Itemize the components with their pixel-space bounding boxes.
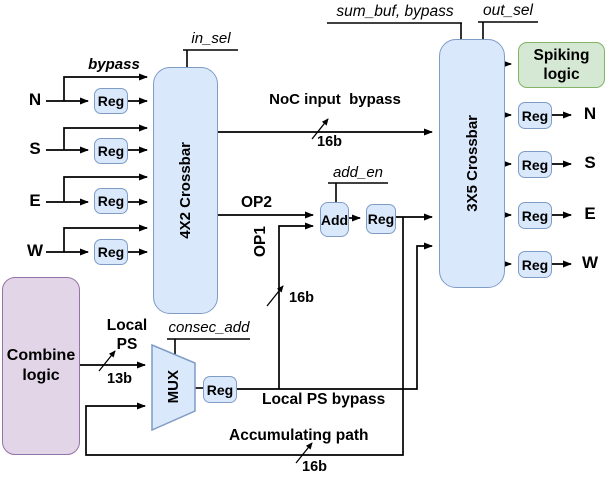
datapath-wires [80,60,572,456]
wire-local-ps-bypass [237,242,433,390]
reg-label: Reg [521,207,549,224]
crossbar-3x5-label: 3X5 Crossbar [463,115,481,212]
mux-shape [151,343,196,432]
combine-logic-block: Combine logic [2,277,80,455]
label-accumulating-path: Accumulating path [229,427,369,444]
label-noc-input-bypass: NoC input bypass [269,91,401,108]
add-label: Add [320,211,349,228]
port-in-w: W [26,241,44,260]
op1-text: OP1 [252,226,269,258]
reg-label: Reg [97,244,125,260]
label-local-ps: Local PS [106,317,148,354]
reg-in-s: Reg [94,138,128,164]
wire-in-w-bypass [63,224,148,252]
stub-sum-buf [327,22,462,39]
reg-in-n: Reg [94,88,128,114]
signal-in-sel: in_sel [191,30,231,47]
add-block: Add [320,202,349,237]
reg-out-w: Reg [518,251,552,278]
slash-noc-16b [311,118,329,140]
combine-logic-label: Combine logic [6,347,76,384]
buswidth-op1: 16b [289,290,314,306]
port-out-w: W [581,253,599,272]
signal-bypass: bypass [88,56,140,73]
reg-after-add: Reg [366,204,396,234]
reg-label: Reg [367,211,395,227]
mux-block: MUX [156,358,190,416]
crossbar-4x2-label: 4X2 Crossbar [177,142,194,239]
stub-consec-add [167,338,250,354]
spiking-logic-label: Spiking logic [533,46,590,83]
reg-label: Reg [521,256,549,273]
buswidth-noc: 16b [317,134,342,150]
slash-local-ps-13b [98,350,116,372]
port-in-s: S [29,139,41,158]
bus-width-slashes [98,118,329,464]
port-out-s: S [584,153,596,172]
wire-accumulating-path [85,217,404,456]
port-in-n: N [28,90,42,109]
signal-out-sel: out_sel [483,2,533,19]
label-local-ps-bypass: Local PS bypass [262,391,386,408]
reg-in-w: Reg [94,239,128,265]
reg-in-e: Reg [94,188,128,214]
stub-add-en [328,182,388,202]
port-out-e: E [584,204,596,223]
reg-label: Reg [521,156,549,173]
reg-after-mux: Reg [203,376,237,403]
stub-out-sel [478,21,538,39]
slash-op1-16b [266,285,284,307]
wire-op1 [278,222,314,389]
reg-label: Reg [206,381,234,398]
reg-label: Reg [521,107,549,124]
wire-in-e-bypass [63,173,148,202]
input-wires [46,73,148,256]
reg-label: Reg [97,143,125,159]
slash-accumulating-16b [295,442,313,464]
signal-consec-add: consec_add [168,319,250,336]
port-out-n: N [583,104,597,123]
control-wires [167,21,538,389]
reg-out-e: Reg [518,202,552,229]
buswidth-local-ps: 13b [107,371,132,387]
reg-label: Reg [97,193,125,209]
label-op2: OP2 [241,194,273,211]
reg-out-n: Reg [518,102,552,129]
signal-sum-buf-bypass: sum_buf, bypass [336,3,454,20]
label-op1: OP1 [252,218,270,266]
buswidth-accumulating: 16b [302,459,327,475]
stub-in-sel [183,49,238,67]
crossbar-4x2-block: 4X2 Crossbar [153,67,218,314]
wire-in-s-bypass [63,124,148,150]
wire-in-n-bypass [63,73,148,101]
signal-add-en: add_en [332,164,384,181]
mux-label: MUX [164,370,182,404]
reg-out-s: Reg [518,151,552,178]
crossbar-3x5-block: 3X5 Crossbar [439,39,505,288]
port-in-e: E [29,191,41,210]
spiking-logic-block: Spiking logic [518,42,605,88]
reg-label: Reg [97,93,125,109]
